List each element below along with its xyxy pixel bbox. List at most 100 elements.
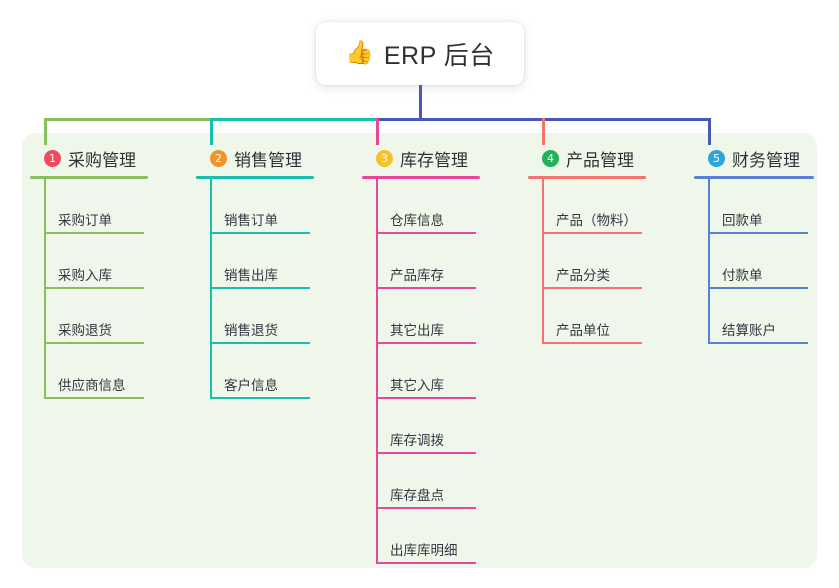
branch-children: 仓库信息产品库存其它出库其它入库库存调拨库存盘点出库库明细 xyxy=(362,179,522,564)
branch-child-item[interactable]: 产品分类 xyxy=(542,234,688,289)
branch-children: 销售订单销售出库销售退货客户信息 xyxy=(196,179,356,399)
branch-underline xyxy=(694,176,814,179)
branch-child-item[interactable]: 产品单位 xyxy=(542,289,688,344)
branch-child-underline xyxy=(376,342,476,344)
branch-child-item[interactable]: 客户信息 xyxy=(210,344,356,399)
branch-column-4: 4 产品管理产品（物料） 产品分类产品单位 xyxy=(528,146,688,344)
branch-child-label: 付款单 xyxy=(722,268,763,283)
branch-child-label: 仓库信息 xyxy=(390,213,444,228)
branch-header-3[interactable]: 3 库存管理 xyxy=(362,146,522,170)
branch-child-underline xyxy=(44,287,144,289)
branch-child-underline xyxy=(210,232,310,234)
thumbs-up-icon: 👍 xyxy=(345,40,374,66)
branch-child-item[interactable]: 供应商信息 xyxy=(44,344,190,399)
branch-child-underline xyxy=(542,287,642,289)
branch-child-underline xyxy=(210,397,310,399)
branch-number-badge: 4 xyxy=(542,149,559,167)
branch-column-2: 2 销售管理销售订单销售出库销售退货客户信息 xyxy=(196,146,356,399)
branch-child-item[interactable]: 库存盘点 xyxy=(376,454,522,509)
root-node[interactable]: 👍 ERP 后台 xyxy=(316,22,524,85)
branch-child-underline xyxy=(376,287,476,289)
branch-child-underline xyxy=(210,287,310,289)
branch-header-4[interactable]: 4 产品管理 xyxy=(528,146,688,170)
branch-child-label: 库存调拨 xyxy=(390,433,444,448)
branch-drop-2 xyxy=(210,118,213,145)
branch-title: 库存管理 xyxy=(400,150,468,170)
branch-title: 销售管理 xyxy=(234,150,302,170)
branch-spine xyxy=(708,179,710,344)
branch-child-label: 供应商信息 xyxy=(58,378,126,393)
branch-spine xyxy=(376,179,378,564)
branch-child-item[interactable]: 产品（物料） xyxy=(542,179,688,234)
branch-child-label: 产品单位 xyxy=(556,323,610,338)
branch-child-item[interactable]: 采购订单 xyxy=(44,179,190,234)
branch-title: 产品管理 xyxy=(566,150,634,170)
branch-number-badge: 1 xyxy=(44,149,61,167)
branch-child-label: 销售订单 xyxy=(224,213,278,228)
branch-header-2[interactable]: 2 销售管理 xyxy=(196,146,356,170)
branch-drop-4 xyxy=(542,118,545,145)
branch-child-item[interactable]: 产品库存 xyxy=(376,234,522,289)
branch-child-label: 采购订单 xyxy=(58,213,112,228)
branch-title: 财务管理 xyxy=(732,150,800,170)
branch-child-item[interactable]: 付款单 xyxy=(708,234,839,289)
branch-spine xyxy=(542,179,544,344)
branch-underline xyxy=(528,176,646,179)
branch-child-underline xyxy=(376,452,476,454)
branch-number-badge: 2 xyxy=(210,149,227,167)
branch-child-underline xyxy=(376,562,476,564)
branch-child-underline xyxy=(44,342,144,344)
branch-children: 回款单付款单结算账户 xyxy=(694,179,839,344)
branch-underline xyxy=(30,176,148,179)
branch-child-label: 结算账户 xyxy=(722,323,776,338)
branch-child-underline xyxy=(542,342,642,344)
branch-child-item[interactable]: 回款单 xyxy=(708,179,839,234)
branch-child-underline xyxy=(708,232,808,234)
branch-child-label: 采购入库 xyxy=(58,268,112,283)
branch-child-label: 出库库明细 xyxy=(390,543,458,558)
branch-child-item[interactable]: 采购入库 xyxy=(44,234,190,289)
branch-child-underline xyxy=(210,342,310,344)
branch-child-underline xyxy=(376,507,476,509)
branch-child-label: 销售出库 xyxy=(224,268,278,283)
branch-child-label: 产品库存 xyxy=(390,268,444,283)
branch-child-underline xyxy=(708,342,808,344)
trunk-vertical xyxy=(419,85,422,118)
branch-child-item[interactable]: 其它出库 xyxy=(376,289,522,344)
branch-child-item[interactable]: 销售出库 xyxy=(210,234,356,289)
branches-panel xyxy=(22,133,817,568)
branch-child-label: 产品（物料） xyxy=(556,213,637,228)
branch-child-item[interactable]: 出库库明细 xyxy=(376,509,522,564)
branch-spine xyxy=(44,179,46,399)
branch-child-item[interactable]: 仓库信息 xyxy=(376,179,522,234)
branch-child-label: 产品分类 xyxy=(556,268,610,283)
branch-child-item[interactable]: 采购退货 xyxy=(44,289,190,344)
branch-child-label: 客户信息 xyxy=(224,378,278,393)
branch-drop-1 xyxy=(44,118,47,145)
branch-child-item[interactable]: 库存调拨 xyxy=(376,399,522,454)
branch-child-item[interactable]: 销售退货 xyxy=(210,289,356,344)
branch-number-badge: 5 xyxy=(708,149,725,167)
branch-child-label: 库存盘点 xyxy=(390,488,444,503)
branch-child-label: 销售退货 xyxy=(224,323,278,338)
branch-underline xyxy=(196,176,314,179)
branch-number-badge: 3 xyxy=(376,149,393,167)
branch-child-underline xyxy=(708,287,808,289)
branch-child-underline xyxy=(376,232,476,234)
branch-children: 产品（物料） 产品分类产品单位 xyxy=(528,179,688,344)
branch-child-underline xyxy=(44,397,144,399)
branch-drop-3 xyxy=(376,118,379,145)
branch-column-5: 5 财务管理回款单付款单结算账户 xyxy=(694,146,839,344)
branch-child-label: 回款单 xyxy=(722,213,763,228)
root-node-label: ERP 后台 xyxy=(383,41,495,70)
branch-child-underline xyxy=(376,397,476,399)
branch-child-item[interactable]: 结算账户 xyxy=(708,289,839,344)
branch-spine xyxy=(210,179,212,399)
branch-header-5[interactable]: 5 财务管理 xyxy=(694,146,839,170)
branch-child-underline xyxy=(44,232,144,234)
branch-child-item[interactable]: 其它入库 xyxy=(376,344,522,399)
branch-underline xyxy=(362,176,480,179)
branch-child-item[interactable]: 销售订单 xyxy=(210,179,356,234)
